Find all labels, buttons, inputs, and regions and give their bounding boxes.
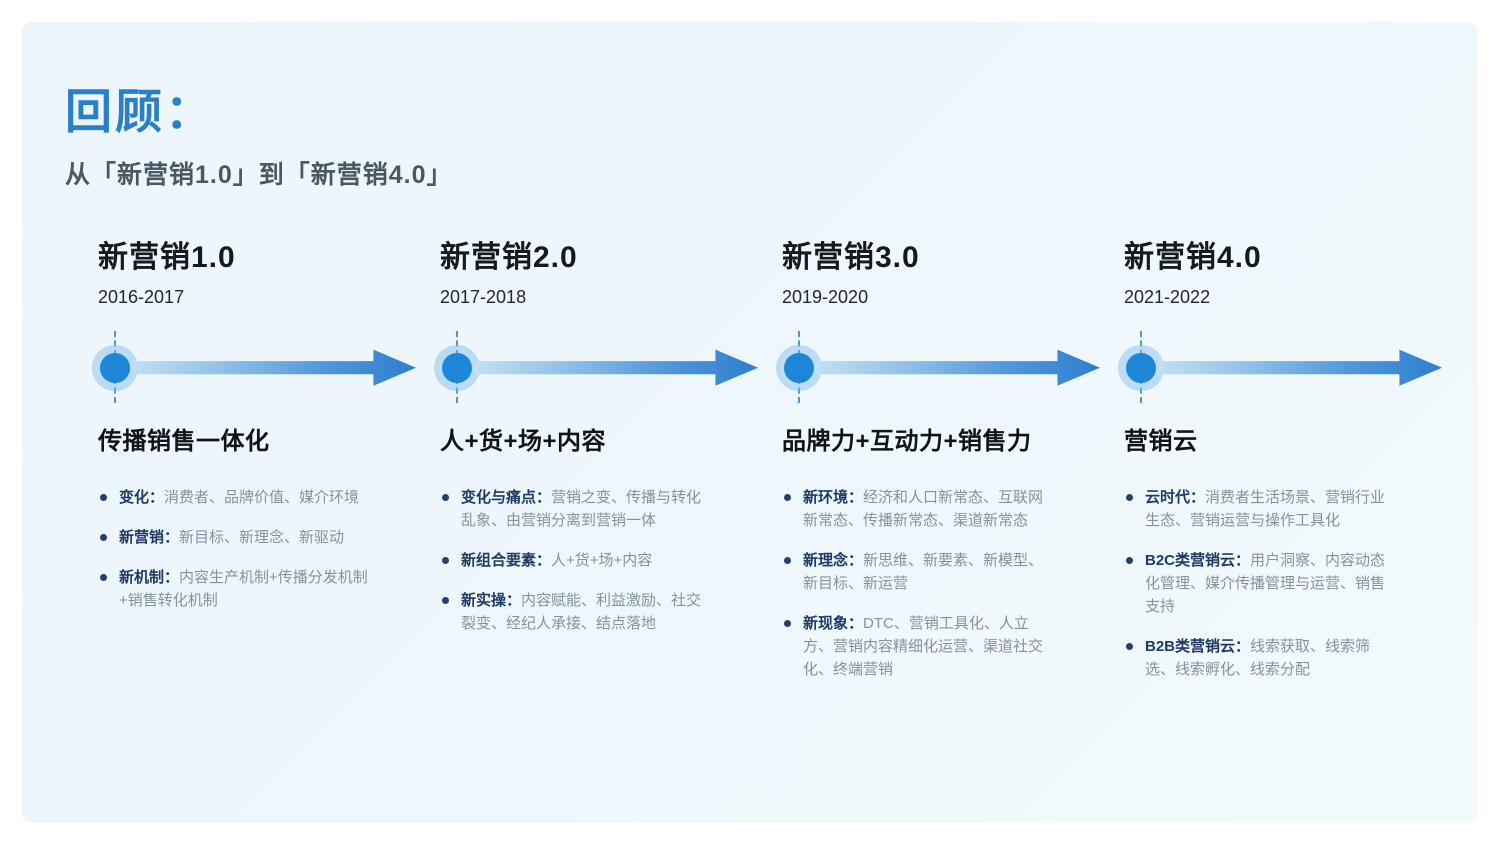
bullet-dot-icon	[100, 533, 107, 541]
bullet-dot-icon	[1126, 642, 1133, 650]
bullet-dot-icon	[784, 619, 791, 627]
stage-years: 2016-2017	[98, 286, 185, 307]
timeline-arrow-icon	[1158, 349, 1442, 386]
bullet-dot-icon	[784, 556, 791, 564]
bullet-label: 新营销：	[119, 528, 180, 546]
bullet-dot-icon	[784, 493, 791, 501]
timeline-dot	[784, 352, 814, 383]
bullet-dot-icon	[442, 556, 449, 564]
bullet-label: 新组合要素：	[461, 551, 552, 569]
stage-title: 新营销1.0	[98, 240, 236, 274]
bullet-text: 消费者生活场景、营销行业生态、营销运营与操作工具化	[1145, 488, 1386, 529]
stage-column-1: 新营销1.0 2016-2017 传播销售一体化 变化：消费者、品牌价值、媒介环…	[92, 240, 440, 698]
timeline-segment	[434, 329, 782, 407]
bullet-list: 新环境：经济和人口新常态、互联网新常态、传播新常态、渠道新常态 新理念：新思维、…	[782, 486, 1054, 681]
bullet-list: 云时代：消费者生活场景、营销行业生态、营销运营与操作工具化 B2C类营销云：用户…	[1124, 486, 1396, 681]
stage-tagline: 营销云	[1124, 427, 1198, 455]
stage-years: 2019-2020	[782, 286, 869, 307]
stage-title: 新营销4.0	[1124, 240, 1262, 274]
page-title: 回顾：	[65, 85, 215, 138]
bullet-label: 新现象：	[803, 614, 864, 632]
bullet-label: 云时代：	[1145, 488, 1206, 506]
bullet-label: 变化与痛点：	[461, 488, 552, 506]
timeline-dot	[1126, 352, 1156, 383]
bullet-item: 新现象：DTC、营销工具化、人立方、营销内容精细化运营、渠道社交化、终端营销	[782, 612, 1054, 681]
page-subtitle: 从「新营销1.0」到「新营销4.0」	[65, 160, 453, 189]
bullet-text: 营销之变、传播与转化乱象、由营销分离到营销一体	[461, 488, 702, 529]
bullet-item: 新机制：内容生产机制+传播分发机制+销售转化机制	[98, 566, 370, 612]
bullet-item: B2B类营销云：线索获取、线索筛选、线索孵化、线索分配	[1124, 635, 1396, 681]
bullet-label: 新环境：	[803, 488, 864, 506]
slide-content: 回顾： 从「新营销1.0」到「新营销4.0」 新营销1.0 2016-2017 …	[22, 22, 1478, 698]
bullet-item: 新组合要素：人+货+场+内容	[440, 549, 712, 572]
bullet-text: 经济和人口新常态、互联网新常态、传播新常态、渠道新常态	[803, 488, 1044, 529]
bullet-dot-icon	[1126, 493, 1133, 501]
stage-column-3: 新营销3.0 2019-2020 品牌力+互动力+销售力 新环境：经济和人口新常…	[776, 240, 1124, 698]
timeline-arrow-icon	[474, 349, 758, 386]
bullet-item: 变化：消费者、品牌价值、媒介环境	[98, 486, 370, 509]
slide-card: 回顾： 从「新营销1.0」到「新营销4.0」 新营销1.0 2016-2017 …	[22, 22, 1478, 823]
bullet-item: 变化与痛点：营销之变、传播与转化乱象、由营销分离到营销一体	[440, 486, 712, 532]
bullet-text: 消费者、品牌价值、媒介环境	[164, 488, 360, 506]
bullet-label: 新理念：	[803, 551, 864, 569]
bullet-label: 新机制：	[119, 568, 180, 586]
bullet-list: 变化与痛点：营销之变、传播与转化乱象、由营销分离到营销一体 新组合要素：人+货+…	[440, 486, 712, 635]
bullet-item: 新理念：新思维、新要素、新模型、新目标、新运营	[782, 549, 1054, 595]
bullet-list: 变化：消费者、品牌价值、媒介环境 新营销：新目标、新理念、新驱动 新机制：内容生…	[98, 486, 370, 612]
bullet-item: 新实操：内容赋能、利益激励、社交裂变、经纪人承接、结点落地	[440, 589, 712, 635]
bullet-label: B2B类营销云：	[1145, 637, 1251, 655]
bullet-item: 新环境：经济和人口新常态、互联网新常态、传播新常态、渠道新常态	[782, 486, 1054, 532]
stage-tagline: 传播销售一体化	[98, 427, 270, 455]
bullet-item: B2C类营销云：用户洞察、内容动态化管理、媒介传播管理与运营、销售支持	[1124, 549, 1396, 618]
bullet-text: 内容赋能、利益激励、社交裂变、经纪人承接、结点落地	[461, 591, 702, 632]
timeline-dot	[442, 352, 472, 383]
timeline-segment	[776, 329, 1124, 407]
bullet-dot-icon	[1126, 556, 1133, 564]
bullet-dot-icon	[442, 596, 449, 604]
stage-title: 新营销3.0	[782, 240, 920, 274]
bullet-text: 用户洞察、内容动态化管理、媒介传播管理与运营、销售支持	[1145, 551, 1386, 615]
bullet-text: 新目标、新理念、新驱动	[179, 528, 345, 546]
bullet-item: 云时代：消费者生活场景、营销行业生态、营销运营与操作工具化	[1124, 486, 1396, 532]
bullet-dot-icon	[100, 493, 107, 501]
bullet-text: 线索获取、线索筛选、线索孵化、线索分配	[1145, 637, 1371, 678]
stage-years: 2017-2018	[440, 286, 527, 307]
bullet-label: 变化：	[119, 488, 165, 506]
stage-column-4: 新营销4.0 2021-2022 营销云 云时代：消费者生活场景、营销行业生态、…	[1118, 240, 1466, 698]
stage-column-2: 新营销2.0 2017-2018 人+货+场+内容 变化与痛点：营销之变、传播与…	[434, 240, 782, 698]
stage-years: 2021-2022	[1124, 286, 1211, 307]
timeline-columns: 新营销1.0 2016-2017 传播销售一体化 变化：消费者、品牌价值、媒介环…	[92, 240, 1442, 698]
stage-tagline: 人+货+场+内容	[440, 427, 607, 455]
timeline-dot	[100, 352, 130, 383]
bullet-text: 人+货+场+内容	[551, 551, 653, 569]
stage-title: 新营销2.0	[440, 240, 578, 274]
bullet-label: B2C类营销云：	[1145, 551, 1251, 569]
bullet-text: 新思维、新要素、新模型、新目标、新运营	[803, 551, 1044, 592]
bullet-text: 内容生产机制+传播分发机制+销售转化机制	[119, 568, 368, 609]
bullet-label: 新实操：	[461, 591, 522, 609]
bullet-text: DTC、营销工具化、人立方、营销内容精细化运营、渠道社交化、终端营销	[803, 614, 1044, 678]
timeline-arrow-icon	[816, 349, 1100, 386]
timeline-arrow-icon	[132, 349, 416, 386]
stage-tagline: 品牌力+互动力+销售力	[782, 427, 1032, 455]
bullet-dot-icon	[100, 573, 107, 581]
bullet-dot-icon	[442, 493, 449, 501]
bullet-item: 新营销：新目标、新理念、新驱动	[98, 526, 370, 549]
timeline-segment	[1118, 329, 1466, 407]
timeline-segment	[92, 329, 440, 407]
